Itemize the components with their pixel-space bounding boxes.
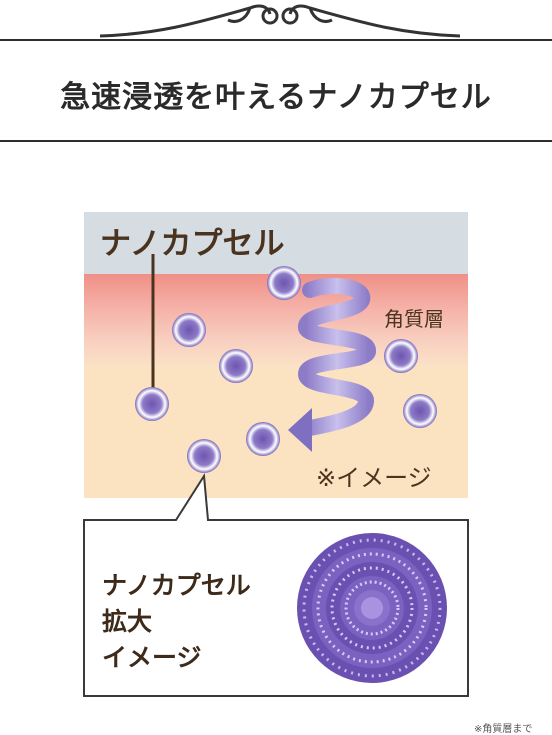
surface-layer — [84, 212, 468, 274]
image-note-label: ※イメージ — [316, 464, 432, 492]
header-top-rule — [0, 39, 552, 41]
zoom-label-line2: 拡大 — [102, 607, 153, 636]
capsule-icon — [135, 387, 169, 421]
capsule-icon — [219, 349, 253, 383]
header-bottom-rule — [0, 140, 552, 142]
nanocapsule-label: ナノカプセル — [100, 226, 285, 262]
page-title: 急速浸透を叶えるナノカプセル — [60, 80, 492, 115]
footnote: ※角質層まで — [474, 724, 533, 735]
zoom-label-line3: イメージ — [102, 643, 202, 672]
capsule-icon — [267, 266, 301, 300]
horny-layer-label: 角質層 — [384, 307, 444, 331]
zoom-label-line1: ナノカプセル — [102, 571, 251, 600]
capsule-icon — [187, 439, 221, 473]
ornament-icon — [100, 4, 460, 38]
capsule-icon — [384, 339, 418, 373]
enlarged-capsule-icon — [297, 533, 447, 683]
capsule-icon — [172, 313, 206, 347]
spiral-arrow-icon — [288, 277, 376, 452]
capsule-icon — [403, 394, 437, 428]
capsule-icon — [246, 422, 280, 456]
